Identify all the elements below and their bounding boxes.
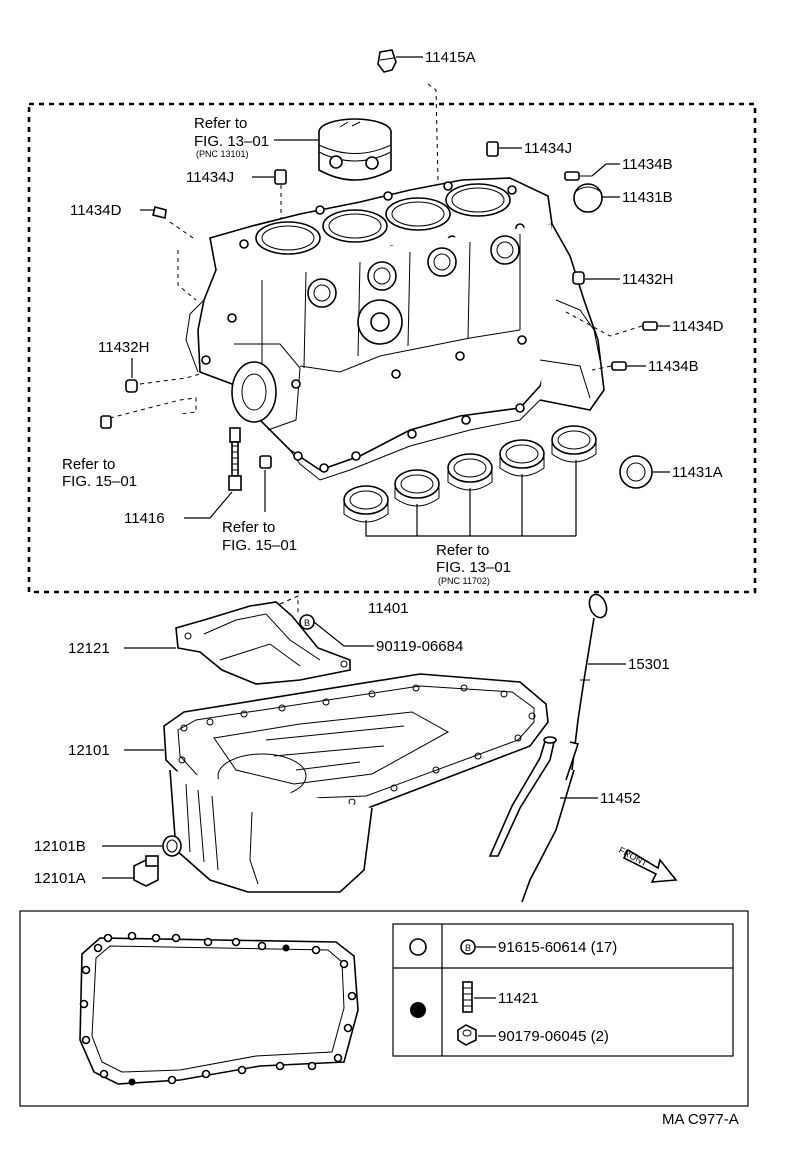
pin-11434B-top[interactable] — [564, 171, 580, 181]
callout-11431A: 11431A — [672, 464, 723, 481]
legend-row2-nut: 90179-06045 (2) — [498, 1028, 609, 1045]
front-arrow-icon — [622, 848, 678, 883]
bolt-marker-letter: B — [465, 943, 471, 953]
callout-11431B: 11431B — [622, 189, 673, 206]
plug-11415A[interactable] — [377, 49, 397, 73]
bolt-marker-letter: B — [304, 618, 310, 628]
ref-bearings-pnc: (PNC 11702) — [438, 576, 490, 586]
dowel-mid[interactable] — [259, 455, 272, 469]
callout-12101B: 12101B — [34, 838, 86, 855]
ref-bearings-line2: FIG. 13–01 — [436, 559, 511, 576]
ref-piston-pnc: (PNC 13101) — [196, 149, 249, 159]
ref-piston-line2: FIG. 13–01 — [194, 133, 269, 150]
callout-11434B-top: 11434B — [622, 156, 673, 173]
ref-left-line2: FIG. 15–01 — [62, 473, 137, 490]
callout-11432H-left: 11432H — [98, 339, 149, 356]
legend-row1-part: 91615-60614 (17) — [498, 939, 617, 956]
pin-11434J-left[interactable] — [274, 169, 287, 185]
main-bearings[interactable] — [343, 425, 597, 523]
block-assembly-frame — [27, 102, 757, 594]
plug-11432H-right[interactable] — [572, 271, 585, 285]
bolt-marker-b — [460, 939, 476, 955]
leader-line — [313, 621, 345, 647]
legend-frame — [19, 910, 749, 1107]
cylinder-block-11401[interactable] — [185, 177, 605, 481]
ref-mid-line1: Refer to — [222, 519, 275, 536]
pin-11434B-right[interactable] — [611, 361, 627, 371]
baffle-plate-12121[interactable] — [175, 601, 351, 685]
callout-12121: 12121 — [68, 640, 110, 657]
pin-11434J-top[interactable] — [486, 141, 499, 157]
callout-11434D-left: 11434D — [70, 202, 122, 219]
nut-90179[interactable] — [457, 1024, 477, 1046]
diagram-code: MA C977-A — [662, 1111, 739, 1128]
open-circle-symbol — [409, 938, 427, 956]
callout-11452: 11452 — [600, 790, 641, 807]
gasket-12101B[interactable] — [162, 835, 182, 857]
guide-line — [427, 83, 439, 181]
ref-left-line1: Refer to — [62, 456, 115, 473]
stud-11416[interactable] — [228, 427, 242, 491]
callout-11432H-right: 11432H — [622, 271, 673, 288]
oil-pan-12101[interactable] — [163, 673, 549, 893]
ref-piston-line1: Refer to — [194, 115, 247, 132]
callout-11434D-right: 11434D — [672, 318, 724, 335]
legend-row2-stud: 11421 — [498, 990, 539, 1007]
pin-11434D-right[interactable] — [642, 321, 658, 331]
plug-11432H-left[interactable] — [125, 379, 138, 393]
callout-11434B-right: 11434B — [648, 358, 699, 375]
callout-11416: 11416 — [124, 510, 165, 527]
callout-12101A: 12101A — [34, 870, 86, 887]
stud-11421[interactable] — [462, 981, 473, 1013]
front-label: FRONT — [617, 845, 650, 869]
dowel-left[interactable] — [100, 415, 112, 429]
callout-11401: 11401 — [368, 600, 409, 617]
callout-90119: 90119-06684 — [376, 638, 463, 655]
drain-plug-12101A[interactable] — [133, 855, 159, 887]
callout-11434J-top: 11434J — [524, 140, 572, 157]
filled-circle-symbol — [410, 1002, 426, 1018]
pin-11434D-left[interactable] — [152, 206, 167, 219]
dipstick-15301[interactable] — [521, 592, 610, 903]
callout-12101: 12101 — [68, 742, 110, 759]
leader-line — [591, 163, 607, 177]
callout-11434J-left: 11434J — [186, 169, 234, 186]
legend-table — [392, 923, 734, 1057]
callout-15301: 15301 — [628, 656, 670, 673]
piston-illustration — [318, 118, 392, 181]
dipstick-guide-11452[interactable] — [488, 736, 580, 857]
callout-11415A: 11415A — [425, 49, 476, 66]
pan-bolt-pattern — [79, 931, 359, 1086]
ref-mid-line2: FIG. 15–01 — [222, 537, 297, 554]
seal-11431A[interactable] — [619, 455, 653, 489]
ref-bearings-line1: Refer to — [436, 542, 489, 559]
leader-line — [184, 491, 233, 519]
leader-line — [365, 460, 577, 537]
plug-11431B[interactable] — [573, 183, 603, 213]
